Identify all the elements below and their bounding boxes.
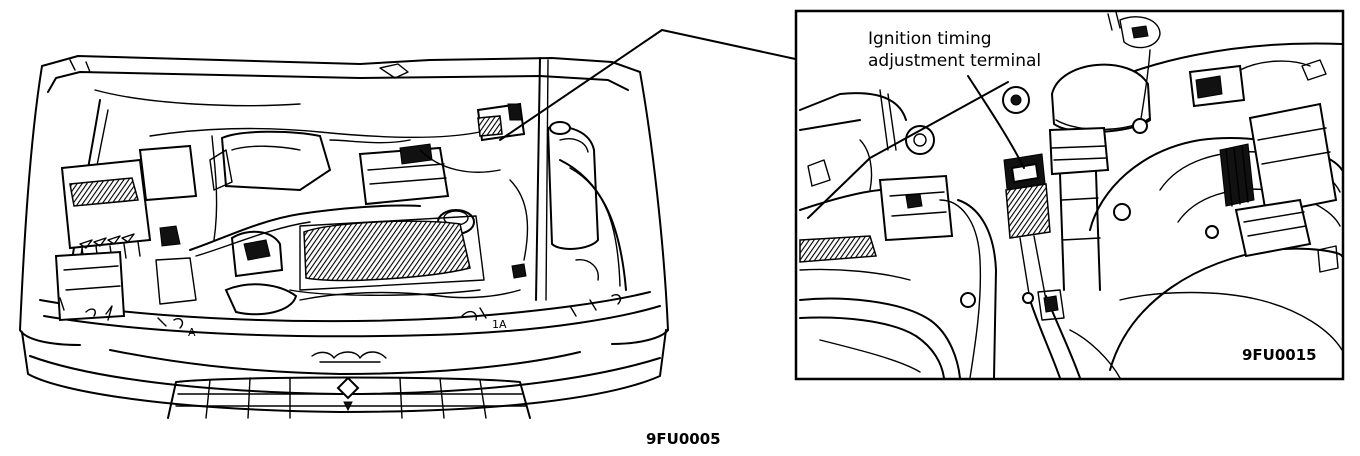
- engine-label-a: A: [188, 326, 196, 339]
- main-figure-code: 9FU0005: [646, 430, 721, 448]
- engine-label-1a: 1A: [492, 318, 507, 331]
- callout-line-2: adjustment terminal: [868, 51, 1041, 71]
- callout-line-1: Ignition timing: [868, 29, 992, 49]
- callout-leader: [807, 81, 1009, 219]
- inset-figure-code: 9FU0015: [1242, 346, 1317, 364]
- engine-bay-drawing: A 1A: [19, 55, 669, 419]
- terminal-pointer: [967, 75, 1025, 169]
- inset-detail-drawing: [799, 12, 1342, 378]
- leader-line: [499, 29, 801, 141]
